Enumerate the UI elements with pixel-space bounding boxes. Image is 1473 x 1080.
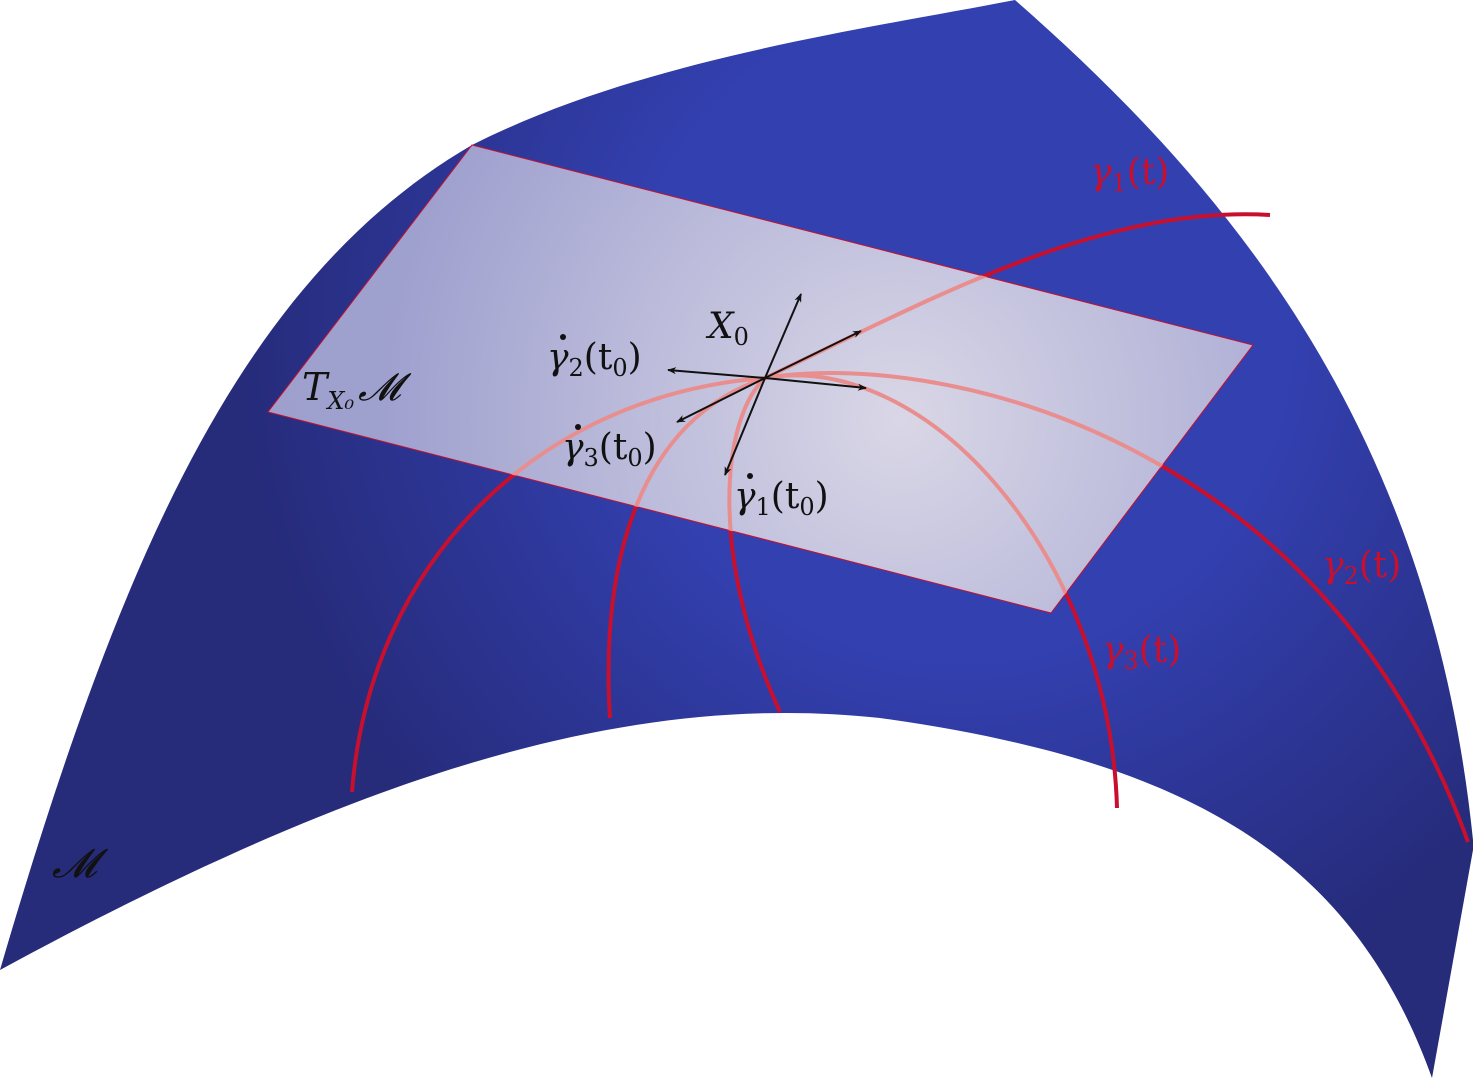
label-gamma2: γ2(t) — [1322, 545, 1401, 590]
dot-accent-gamma2 — [560, 334, 566, 340]
label-gamma1-dot: γ1(t0) — [734, 476, 829, 521]
label-gamma3-dot: γ3(t0) — [562, 427, 657, 472]
label-gamma1: γ1(t) — [1090, 152, 1169, 197]
tangent-vectors — [667, 293, 867, 476]
vector-up — [764, 293, 802, 379]
label-point-x0: X0 — [705, 306, 749, 351]
vector-gamma1-dot — [724, 377, 766, 476]
vector-upper-right — [764, 330, 862, 379]
label-gamma2-dot: γ2(t0) — [547, 337, 642, 382]
vector-right — [764, 377, 867, 391]
dot-accent-gamma1 — [747, 473, 753, 479]
vector-gamma3-dot — [676, 377, 766, 423]
dot-accent-gamma3 — [575, 424, 581, 430]
vector-gamma2-dot — [667, 367, 766, 379]
label-gamma3: γ3(t) — [1102, 630, 1181, 675]
